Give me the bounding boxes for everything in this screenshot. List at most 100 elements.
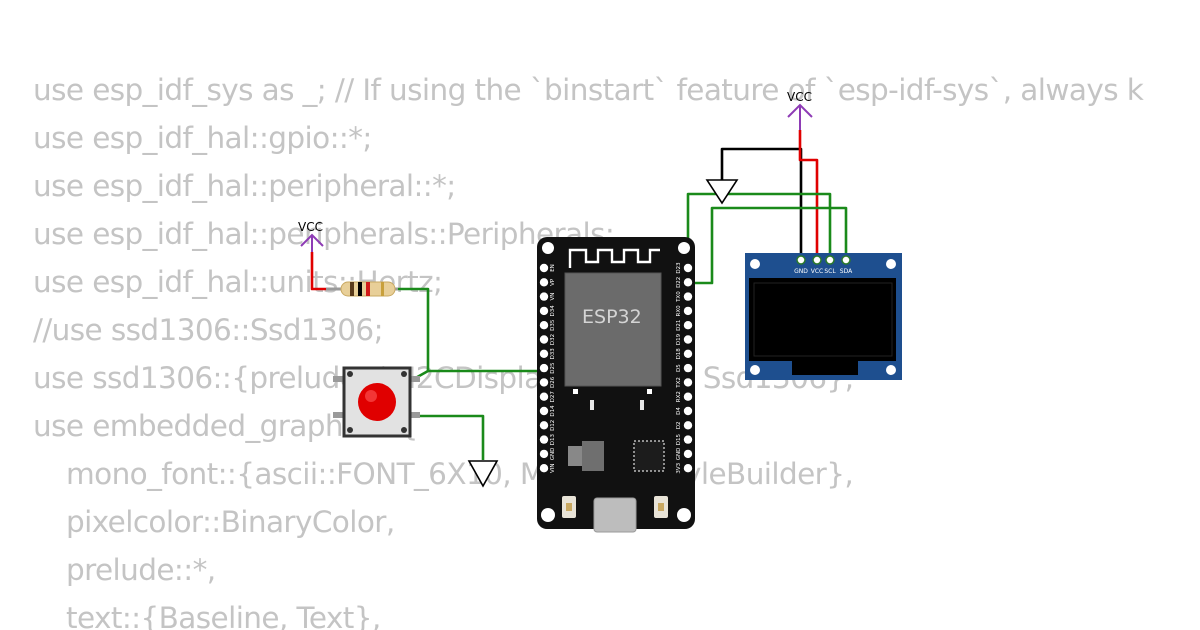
- esp32-pin-label: 3V3: [676, 462, 682, 473]
- esp32-pin-d35[interactable]: [539, 321, 549, 330]
- esp32-pin-label: D26: [550, 376, 556, 388]
- esp32-pin-d25[interactable]: [539, 363, 549, 373]
- esp32-pin-label: D4: [676, 407, 682, 415]
- esp32-pin-vin[interactable]: [539, 464, 549, 473]
- esp32-pin-d33[interactable]: [539, 349, 549, 358]
- vcc-label-left: VCC: [298, 220, 323, 234]
- wire-oled-gnd[interactable]: [720, 147, 803, 258]
- vcc-symbol-left: VCC: [298, 220, 324, 252]
- code-line: prelude::*,: [66, 553, 216, 587]
- esp32-pin-label: D2: [676, 421, 682, 429]
- esp32-pin-label: RX0: [676, 305, 682, 317]
- code-line: use esp_idf_hal::peripheral::*;: [33, 169, 456, 203]
- code-line: text::{Baseline, Text},: [66, 601, 381, 630]
- oled-pin-label: VCC: [811, 268, 823, 275]
- esp32-pin-label: D13: [550, 433, 556, 445]
- esp32-pin-label: D19: [676, 333, 682, 345]
- oled-pin-sda[interactable]: [841, 255, 851, 265]
- esp32-pin-d12[interactable]: [539, 421, 549, 430]
- esp32-pin-d26[interactable]: [539, 378, 549, 387]
- push-button[interactable]: [333, 366, 420, 438]
- esp32-pin-tx2[interactable]: [683, 378, 693, 387]
- oled-pin-vcc[interactable]: [812, 255, 822, 265]
- esp32-pin-tx0[interactable]: [683, 292, 693, 301]
- esp32-pin-d34[interactable]: [539, 306, 549, 316]
- oled-pin-gnd[interactable]: [796, 255, 806, 265]
- oled-pin-scl[interactable]: [825, 255, 835, 265]
- wire-button-input[interactable]: [398, 287, 545, 373]
- esp32-pin-d4[interactable]: [683, 406, 693, 416]
- esp32-pin-label: D12: [550, 420, 556, 431]
- code-line: pixelcolor::BinaryColor,: [66, 505, 395, 539]
- wire-button-gnd[interactable]: [412, 414, 485, 460]
- boot-button[interactable]: [654, 496, 668, 518]
- ground-symbol-bottom: [467, 460, 499, 488]
- esp32-pin-3v3[interactable]: [683, 464, 693, 473]
- esp32-pin-label: D33: [550, 348, 556, 360]
- esp32-pin-d13[interactable]: [539, 435, 549, 444]
- esp32-pin-gnd[interactable]: [539, 449, 549, 459]
- oled-screen: [749, 278, 896, 361]
- esp32-pin-label: D25: [550, 362, 556, 374]
- esp32-pin-d32[interactable]: [539, 335, 549, 344]
- esp32-pin-d23[interactable]: [683, 263, 693, 273]
- esp32-pin-label: D35: [550, 319, 556, 331]
- esp32-pin-label: GND: [676, 448, 682, 461]
- esp32-board[interactable]: ESP32 ENVPVND34D35D32D33D25D26D27D14D12D…: [537, 237, 695, 533]
- esp32-pin-gnd[interactable]: [683, 449, 693, 459]
- esp32-pin-label: TX0: [676, 291, 682, 303]
- chip-label: ESP32: [582, 306, 642, 328]
- esp32-pin-d18[interactable]: [683, 349, 693, 358]
- button-cap[interactable]: [358, 383, 396, 421]
- vcc-label-right: VCC: [787, 90, 812, 104]
- esp32-pin-label: D27: [550, 391, 556, 403]
- esp32-pin-label: D15: [676, 433, 682, 445]
- code-line: use esp_idf_hal::gpio::*;: [33, 121, 372, 155]
- oled-pin-label: GND: [794, 268, 808, 275]
- esp32-pin-d21[interactable]: [683, 321, 693, 330]
- wire-sda[interactable]: [688, 206, 848, 285]
- esp32-pin-label: D22: [676, 277, 682, 288]
- vcc-symbol-right: VCC: [787, 90, 813, 130]
- esp32-pin-d2[interactable]: [683, 421, 693, 430]
- esp32-pin-label: RX2: [676, 391, 682, 402]
- esp32-pin-label: D5: [676, 364, 682, 372]
- esp32-pin-label: D34: [550, 305, 556, 317]
- esp32-pin-d14[interactable]: [539, 406, 549, 416]
- esp32-pin-label: TX2: [676, 377, 682, 389]
- voltage-regulator: [568, 446, 582, 466]
- esp32-pin-label: D14: [550, 405, 556, 417]
- ground-symbol-top: [705, 179, 739, 205]
- en-button[interactable]: [562, 496, 576, 518]
- wire-resistor-vcc[interactable]: [310, 252, 326, 291]
- resistor[interactable]: [326, 281, 398, 297]
- esp32-pin-label: D32: [550, 334, 556, 345]
- esp32-pin-en[interactable]: [539, 263, 549, 273]
- esp32-pin-d27[interactable]: [539, 392, 549, 401]
- esp32-pin-rx0[interactable]: [683, 306, 693, 316]
- esp32-pin-label: VP: [550, 278, 556, 286]
- esp32-pin-d15[interactable]: [683, 435, 693, 444]
- esp32-pin-label: D21: [676, 320, 682, 331]
- code-line: use esp_idf_hal::peripherals::Peripheral…: [33, 217, 615, 251]
- esp32-pin-d22[interactable]: [683, 278, 693, 287]
- esp32-pin-label: VIN: [550, 463, 556, 473]
- esp32-chip: [564, 272, 662, 387]
- esp32-pin-vn[interactable]: [539, 292, 549, 301]
- esp32-pin-label: EN: [550, 264, 556, 272]
- oled-pin-label: SDA: [840, 268, 853, 275]
- esp32-pin-label: D23: [676, 262, 682, 274]
- esp32-pin-label: VN: [550, 293, 556, 301]
- oled-pin-label: SCL: [824, 268, 836, 275]
- esp32-pin-d19[interactable]: [683, 335, 693, 344]
- micro-usb-port: [593, 497, 637, 533]
- usb-uart-chip: [633, 440, 665, 472]
- esp32-pin-rx2[interactable]: [683, 392, 693, 401]
- esp32-pin-d5[interactable]: [683, 363, 693, 373]
- esp32-pin-vp[interactable]: [539, 278, 549, 287]
- esp32-pin-label: D18: [676, 348, 682, 360]
